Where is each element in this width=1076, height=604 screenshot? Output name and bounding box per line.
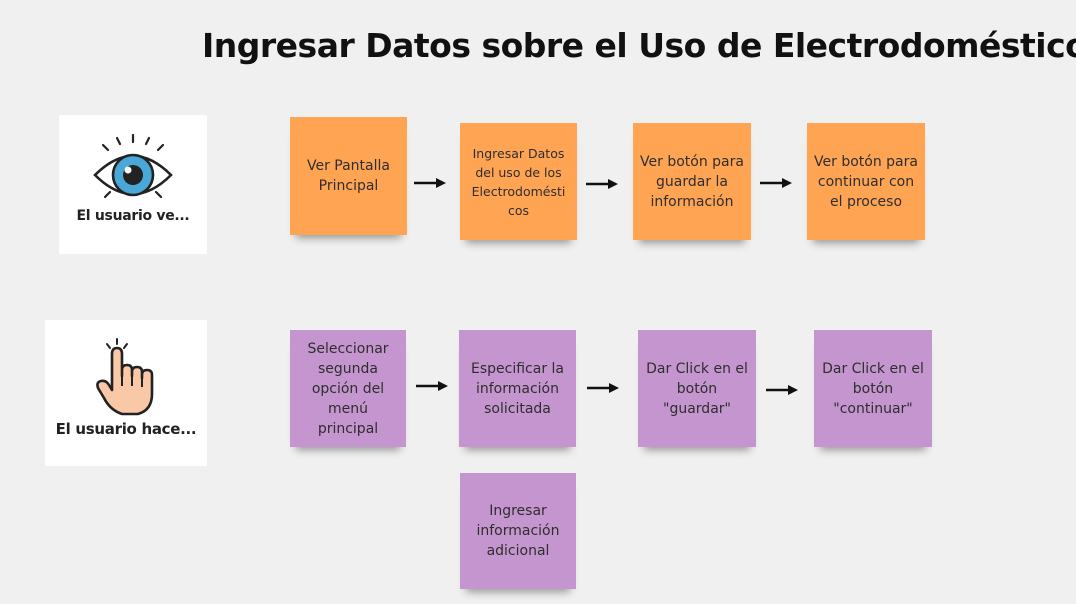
eye-icon — [93, 133, 173, 199]
arrow-right-icon — [766, 385, 798, 395]
note-ingresar-datos: Ingresar Datos del uso de los Electrodom… — [460, 123, 577, 240]
note-ver-boton-guardar: Ver botón para guardar la información — [633, 123, 751, 240]
note-click-continuar: Dar Click en el botón "continuar" — [814, 330, 932, 447]
note-ingresar-informacion-adicional: Ingresar información adicional — [460, 473, 576, 589]
note-ver-boton-continuar: Ver botón para continuar con el proceso — [807, 123, 925, 240]
note-click-guardar: Dar Click en el botón "guardar" — [638, 330, 756, 447]
note-seleccionar-opcion: Seleccionar segunda opción del menú prin… — [290, 330, 406, 447]
arrow-right-icon — [587, 383, 619, 393]
actor-label-does: El usuario hace... — [55, 420, 197, 438]
arrow-right-icon — [586, 179, 618, 189]
arrow-right-icon — [760, 178, 792, 188]
note-ver-pantalla-principal: Ver Pantalla Principal — [290, 117, 407, 235]
arrow-right-icon — [416, 381, 448, 391]
arrow-right-icon — [414, 178, 446, 188]
pointing-hand-icon — [96, 338, 154, 416]
actor-card-does: El usuario hace... — [45, 320, 207, 466]
note-especificar-informacion: Especificar la información solicitada — [459, 330, 576, 447]
page-title: Ingresar Datos sobre el Uso de Electrodo… — [202, 26, 1076, 65]
actor-label-sees: El usuario ve... — [76, 208, 190, 224]
actor-card-sees: El usuario ve... — [59, 115, 207, 254]
